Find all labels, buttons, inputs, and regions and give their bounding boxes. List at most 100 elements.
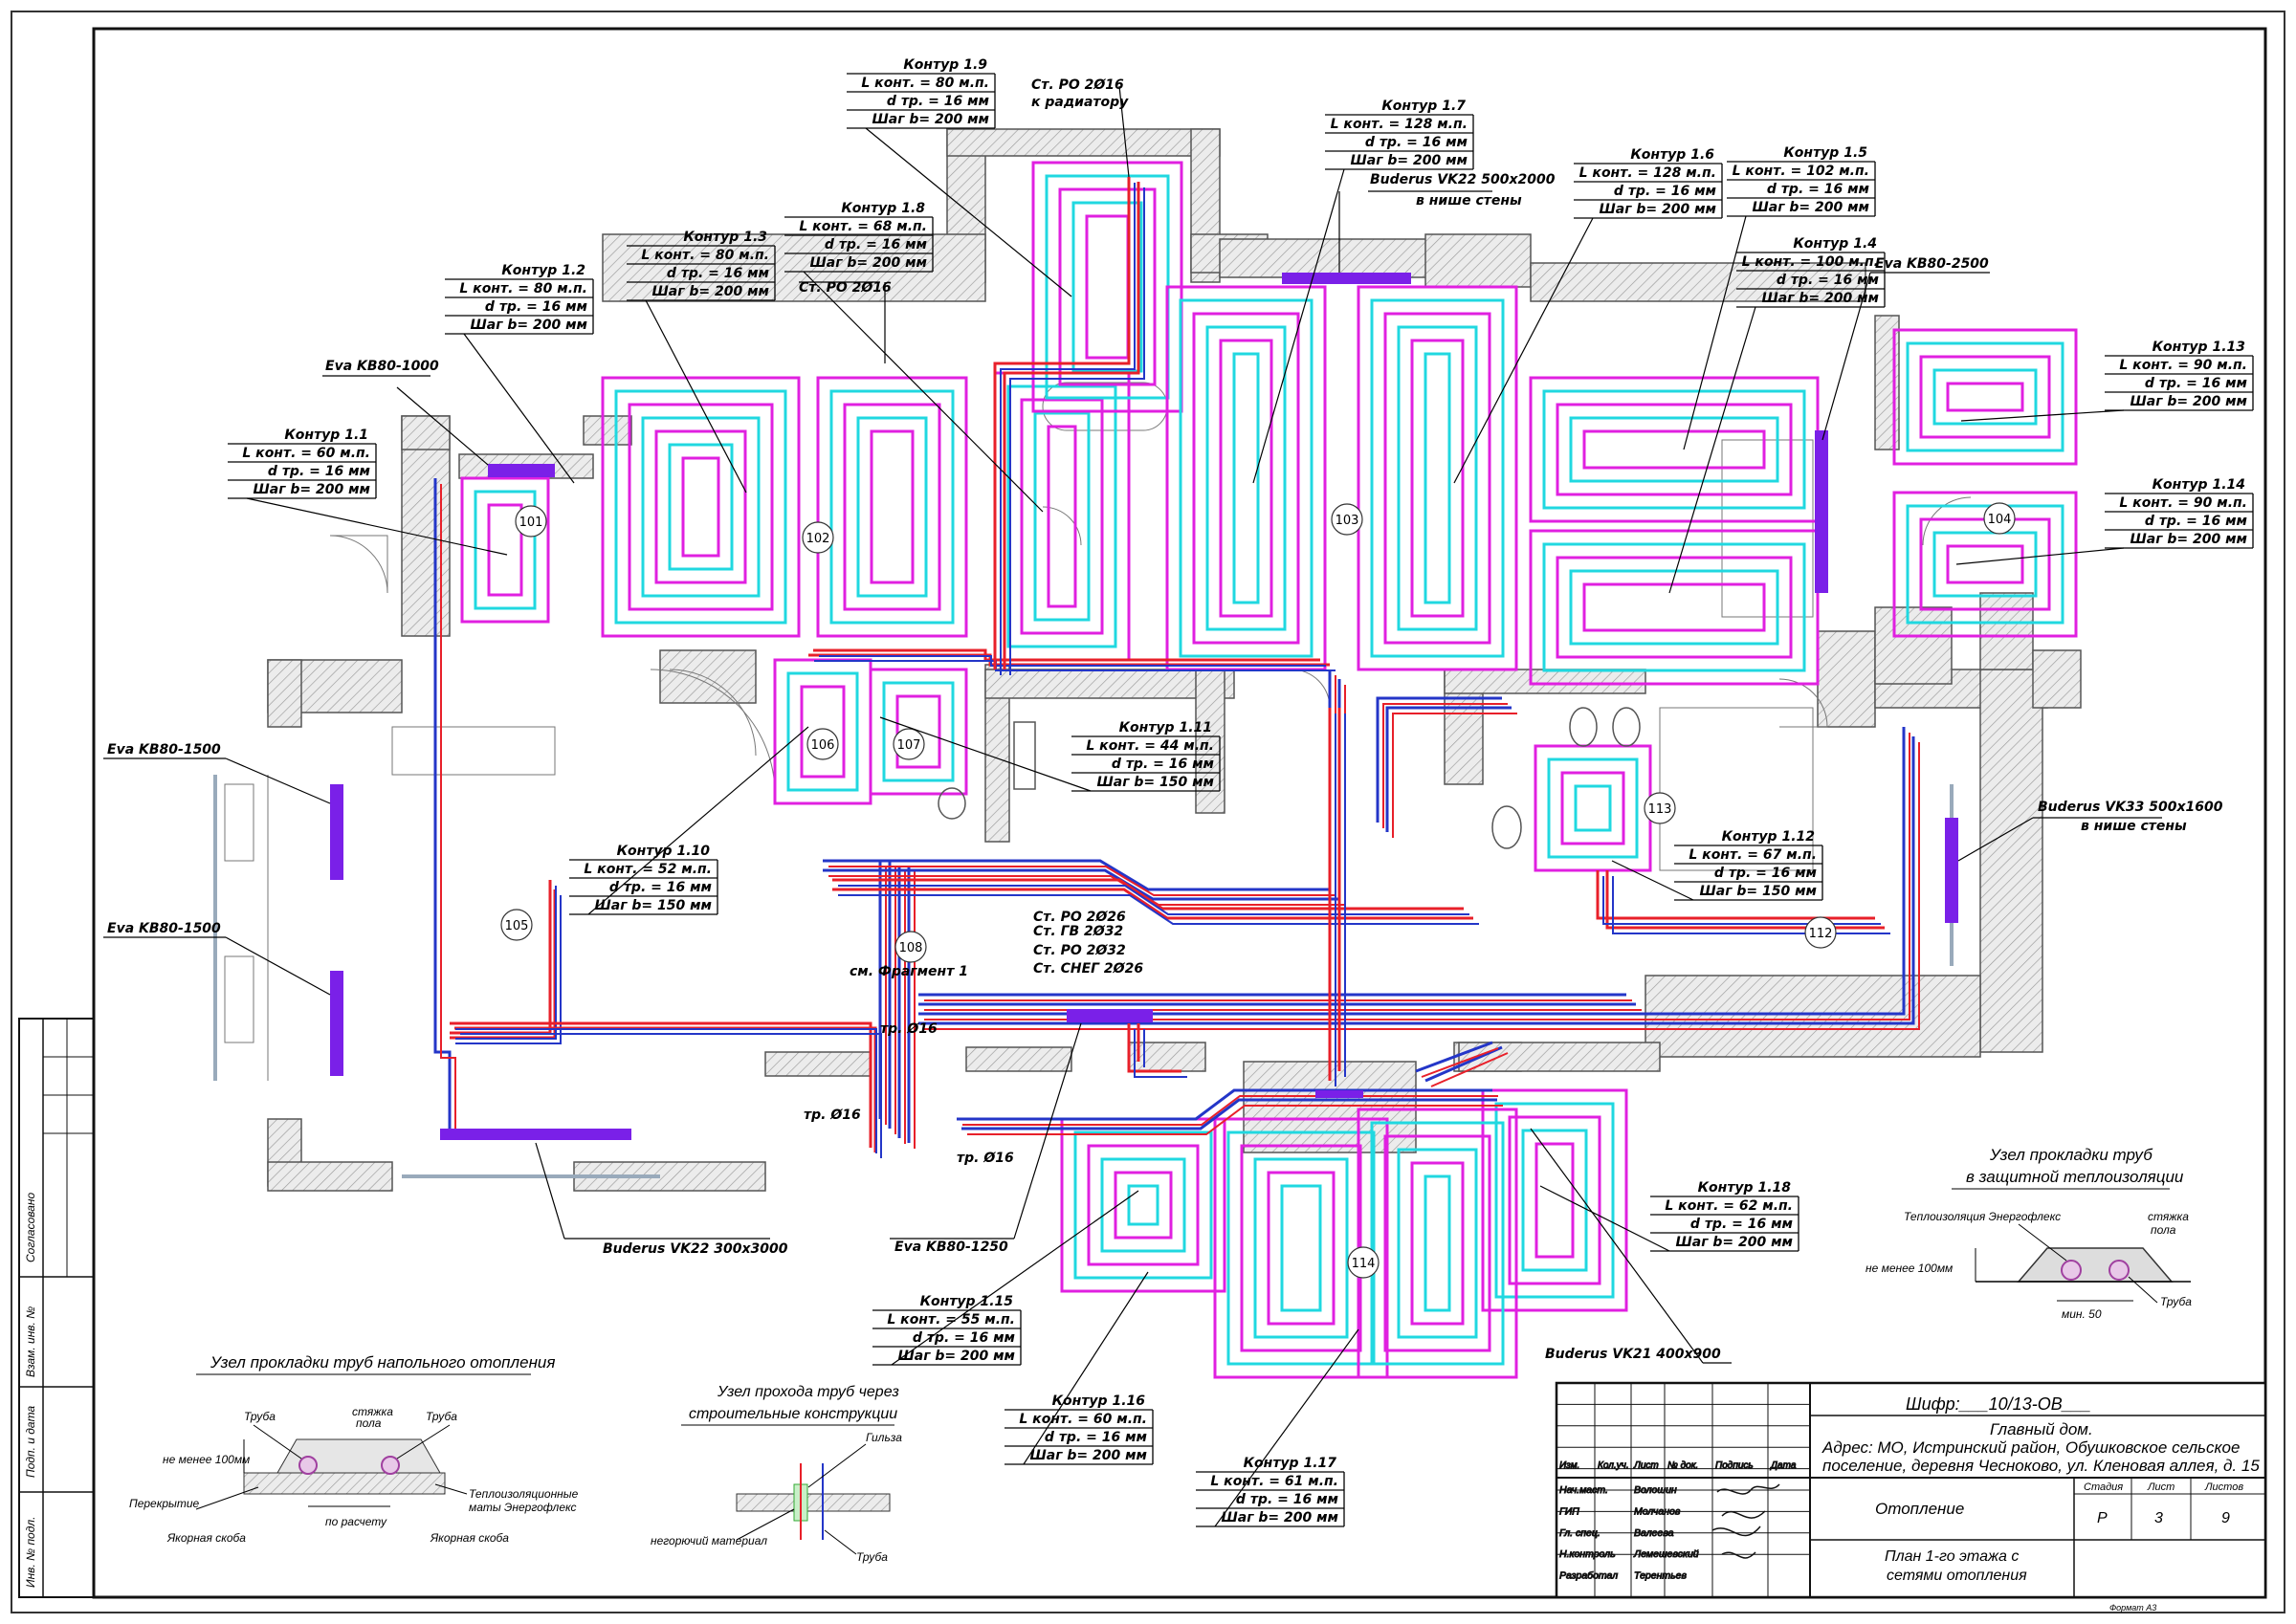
contour-callout-title: Контур 1.5 <box>1783 145 1867 161</box>
radiator-eva-1000 <box>488 464 555 477</box>
contour-callout-title: Контур 1.7 <box>1381 99 1466 114</box>
contour-callout-value: d тр. = 16 мм <box>1614 184 1716 199</box>
main-pipe <box>962 1095 1503 1135</box>
contour-callout-value: L конт. = 80 м.п. <box>459 281 587 296</box>
contour-callout-value: d тр. = 16 мм <box>1236 1492 1338 1507</box>
detail-left-mats2: маты Энергофлекс <box>469 1501 577 1514</box>
contour-callout-title: Контур 1.16 <box>1052 1394 1146 1409</box>
tb-name: Валеева <box>1634 1527 1674 1539</box>
tb-stage: Р <box>2097 1510 2108 1526</box>
tb-address1: Адрес: МО, Истринский район, Обушковское… <box>1821 1438 2240 1457</box>
label-vk21: Buderus VK21 400x900 <box>1545 1347 1721 1362</box>
label-eva-2500: Eva KB80-2500 <box>1875 256 1989 272</box>
tb-name: Терентьев <box>1634 1570 1687 1582</box>
main-pipe <box>455 886 562 1044</box>
contour-callout-value: L конт. = 67 м.п. <box>1689 847 1817 863</box>
contour-callout: Контур 1.9L конт. = 80 м.п.d тр. = 16 мм… <box>847 57 1072 297</box>
label-st-po-radiator: Ст. РО 2Ø16 <box>1031 77 1124 93</box>
contour-callout-value: Шаг b= 200 мм <box>809 255 927 271</box>
room-number-label: 112 <box>1809 927 1833 941</box>
detail-right-insulation: Теплоизоляция Энергофлекс <box>1904 1210 2061 1223</box>
tb-header: Изм. <box>1559 1460 1579 1471</box>
contour-callout-value: L конт. = 62 м.п. <box>1665 1198 1793 1214</box>
tb-role: Разработал <box>1559 1570 1618 1582</box>
label-vk33: Buderus VK33 500x1600 <box>2038 800 2223 815</box>
contour-callout-title: Контур 1.8 <box>841 201 925 216</box>
room-number: 113 <box>1644 792 1676 824</box>
contour-callout-value: Шаг b= 200 мм <box>1761 291 1879 306</box>
toilet-icon <box>938 787 966 820</box>
contour-callout-value: L конт. = 52 м.п. <box>584 862 712 877</box>
contour-callout: Контур 1.12L конт. = 67 м.п.d тр. = 16 м… <box>1611 829 1823 901</box>
contour-callout-value: L конт. = 44 м.п. <box>1086 738 1214 754</box>
tb-name: Лемешевский <box>1633 1548 1699 1560</box>
detail-wall-passage: Узел прохода труб через строительные кон… <box>651 1384 902 1564</box>
detail-insulated-pipe: Узел прокладки труб в защитной теплоизол… <box>1866 1146 2192 1321</box>
detail-left-anchor-l: Якорная скоба <box>166 1531 246 1545</box>
contour-callout-value: L конт. = 128 м.п. <box>1331 117 1468 132</box>
main-pipe <box>1328 708 1341 1081</box>
room-number: 108 <box>894 931 927 963</box>
stamp-inv-orig: Инв. № подл. <box>24 1517 37 1588</box>
detail-mid-subtitle: строительные конструкции <box>689 1406 897 1422</box>
contour-callout-value: d тр. = 16 мм <box>825 237 927 252</box>
contour-callout-title: Контур 1.6 <box>1630 147 1714 163</box>
room-number: 107 <box>893 728 925 760</box>
label-eva-1250: Eva KB80-1250 <box>894 1240 1008 1255</box>
contour-callout-title: Контур 1.12 <box>1722 829 1815 845</box>
main-pipe <box>433 478 452 1129</box>
tb-role: Н.контроль <box>1559 1548 1616 1560</box>
contour-callout-value: d тр. = 16 мм <box>485 299 587 315</box>
stamp-inv-replace: Взам. инв. № <box>24 1306 37 1377</box>
detail-left-anchor-r: Якорная скоба <box>430 1531 509 1545</box>
contour-callout-title: Контур 1.1 <box>284 428 368 443</box>
room-number: 112 <box>1804 916 1837 949</box>
tb-header: № док. <box>1667 1460 1698 1471</box>
contour-callout-value: L конт. = 68 м.п. <box>799 219 927 234</box>
detail-mid-material: негорючий материал <box>651 1534 767 1547</box>
contour-callout: Контур 1.5L конт. = 102 м.п.d тр. = 16 м… <box>1683 145 1876 450</box>
fixtures <box>938 707 1641 849</box>
contour-callout: Контур 1.17L конт. = 61 м.п.d тр. = 16 м… <box>1196 1328 1359 1527</box>
loop-7 <box>1529 376 1820 523</box>
label-tr16-b: тр. Ø16 <box>804 1108 861 1123</box>
loop-3 <box>993 371 1131 662</box>
contour-callout-value: d тр. = 16 мм <box>913 1330 1015 1346</box>
main-pipe <box>1376 696 1512 832</box>
detail-left-pipe-r: Труба <box>426 1410 457 1423</box>
contour-callout-value: L конт. = 80 м.п. <box>861 76 989 91</box>
label-st-a: Ст. РО 2Ø26 <box>1033 910 1126 925</box>
building-walls <box>267 128 2082 1192</box>
signature-scribble <box>1711 1483 1780 1559</box>
tb-section: Отопление <box>1875 1500 1964 1518</box>
radiator-eva-1500-b <box>330 971 343 1076</box>
contour-callout-value: d тр. = 16 мм <box>1112 757 1214 772</box>
detail-right-min50: мин. 50 <box>2062 1307 2102 1321</box>
loop-14 <box>1481 1088 1628 1312</box>
loop-12 <box>869 668 968 796</box>
tb-code: Шифр:___10/13-ОВ___ <box>1906 1394 2091 1414</box>
tb-address2: поселение, деревня Чесноково, ул. Кленов… <box>1822 1457 2260 1475</box>
tb-name: Волошин <box>1634 1484 1677 1496</box>
contour-callout: Контур 1.15L конт. = 55 м.п.d тр. = 16 м… <box>872 1190 1139 1366</box>
contour-callout-title: Контур 1.10 <box>617 844 711 859</box>
contour-callout-value: Шаг b= 200 мм <box>1675 1235 1793 1250</box>
contour-callout-value: Шаг b= 200 мм <box>1752 200 1869 215</box>
loop-9 <box>1892 328 2078 466</box>
contour-callout: Контур 1.2L конт. = 80 м.п.d тр. = 16 мм… <box>445 263 594 484</box>
contour-callout: Контур 1.11L конт. = 44 м.п.d тр. = 16 м… <box>879 716 1221 792</box>
detail-right-pipe: Труба <box>2160 1295 2192 1308</box>
thin-lines <box>213 382 1972 1178</box>
underfloor-loops <box>460 161 2078 1379</box>
radiator-eva-1250 <box>1067 1009 1153 1022</box>
room-number: 102 <box>802 521 834 554</box>
contour-callout-title: Контур 1.17 <box>1244 1456 1337 1471</box>
contour-callout-value: L конт. = 128 м.п. <box>1579 165 1716 181</box>
detail-mid-sleeve: Гильза <box>866 1431 902 1444</box>
stamp-agreed: Согласовано <box>24 1192 37 1262</box>
label-vk22-top: Buderus VK22 500x2000 <box>1370 172 1556 187</box>
room-number-label: 103 <box>1336 514 1359 528</box>
room-number-label: 102 <box>806 532 830 546</box>
